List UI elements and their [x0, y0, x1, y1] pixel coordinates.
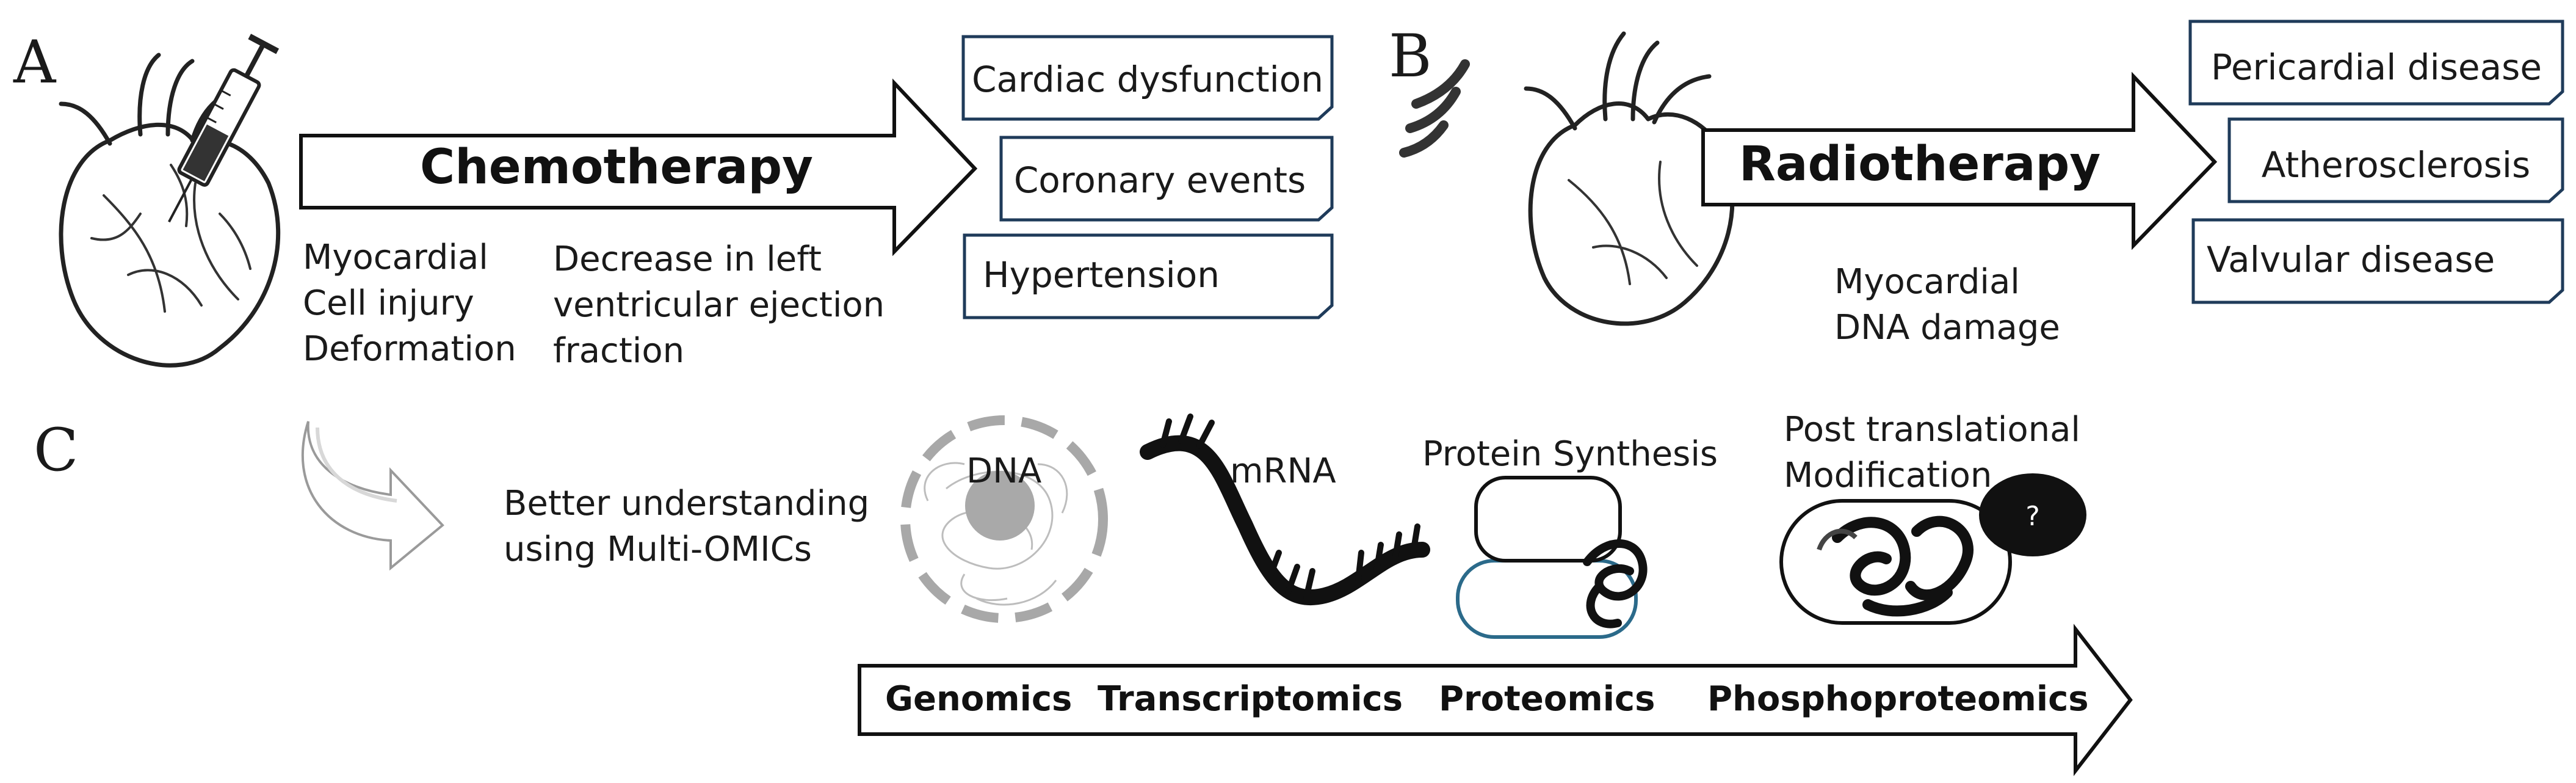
- effect-myocardial: Myocardial: [303, 238, 488, 277]
- effect-dna-damage: DNA damage: [1834, 308, 2060, 348]
- omic-phosphoproteomics: Phosphoproteomics: [1707, 679, 2089, 719]
- panel-b-letter: B: [1389, 22, 1432, 90]
- effect-deformation: Deformation: [303, 329, 516, 369]
- svg-text:Pericardial disease: Pericardial disease: [2211, 46, 2542, 88]
- outcome-box-atherosclerosis: Atherosclerosis: [2227, 117, 2564, 203]
- outcome-box-coronary-events: Coronary events: [999, 136, 1334, 222]
- curved-arrow-icon: [301, 421, 444, 571]
- panel-c-letter: C: [34, 416, 78, 484]
- svg-text:Cardiac dysfunction: Cardiac dysfunction: [972, 59, 1323, 100]
- ptm-label-line2: Modification: [1784, 456, 1992, 495]
- omic-genomics: Genomics: [885, 679, 1072, 719]
- dna-nucleus-icon: [900, 415, 1108, 623]
- transition-text-line2: using Multi-OMICs: [504, 530, 812, 569]
- syringe-icon: [168, 34, 280, 223]
- effect-lvef-line2: ventricular ejection: [553, 285, 885, 325]
- chemotherapy-arrow: [299, 78, 978, 257]
- omic-transcriptomics: Transcriptomics: [1098, 679, 1403, 719]
- outcome-box-pericardial-disease: Pericardial disease: [2188, 20, 2564, 106]
- outcome-box-valvular-disease: Valvular disease: [2191, 218, 2564, 304]
- ptm-protein-icon: [1779, 499, 2012, 625]
- question-mark: ?: [2025, 501, 2039, 532]
- heart-icon: [1524, 31, 1735, 326]
- radiation-waves-icon: [1399, 59, 1470, 158]
- svg-text:Valvular disease: Valvular disease: [2207, 239, 2495, 280]
- protein-synthesis-label: Protein Synthesis: [1422, 434, 1718, 474]
- effect-lvef-line3: fraction: [553, 331, 684, 371]
- omic-proteomics: Proteomics: [1439, 679, 1655, 719]
- transition-text-line1: Better understanding: [504, 484, 869, 523]
- effect-lvef-line1: Decrease in left: [553, 239, 822, 279]
- omics-arrow: [858, 624, 2133, 776]
- dna-label: DNA: [966, 451, 1041, 491]
- svg-text:Coronary events: Coronary events: [1014, 159, 1306, 201]
- mrna-label: mRNA: [1230, 451, 1336, 491]
- outcome-box-cardiac-dysfunction: Cardiac dysfunction: [961, 35, 1334, 121]
- svg-text:Hypertension: Hypertension: [983, 254, 1220, 296]
- chemotherapy-label: Chemotherapy: [420, 140, 813, 195]
- effect-myocardial-b: Myocardial: [1834, 262, 2020, 302]
- ptm-label-line1: Post translational: [1784, 410, 2080, 450]
- unknown-modification-badge: ?: [1979, 473, 2086, 556]
- panel-a-letter: A: [13, 28, 57, 97]
- radiotherapy-arrow: [1701, 71, 2218, 250]
- radiotherapy-label: Radiotherapy: [1739, 137, 2100, 192]
- svg-text:Atherosclerosis: Atherosclerosis: [2262, 144, 2530, 186]
- effect-cell-injury: Cell injury: [303, 283, 474, 323]
- ribosome-icon: [1456, 476, 1648, 639]
- outcome-box-hypertension: Hypertension: [963, 233, 1334, 319]
- mrna-strand-icon: [1140, 413, 1430, 606]
